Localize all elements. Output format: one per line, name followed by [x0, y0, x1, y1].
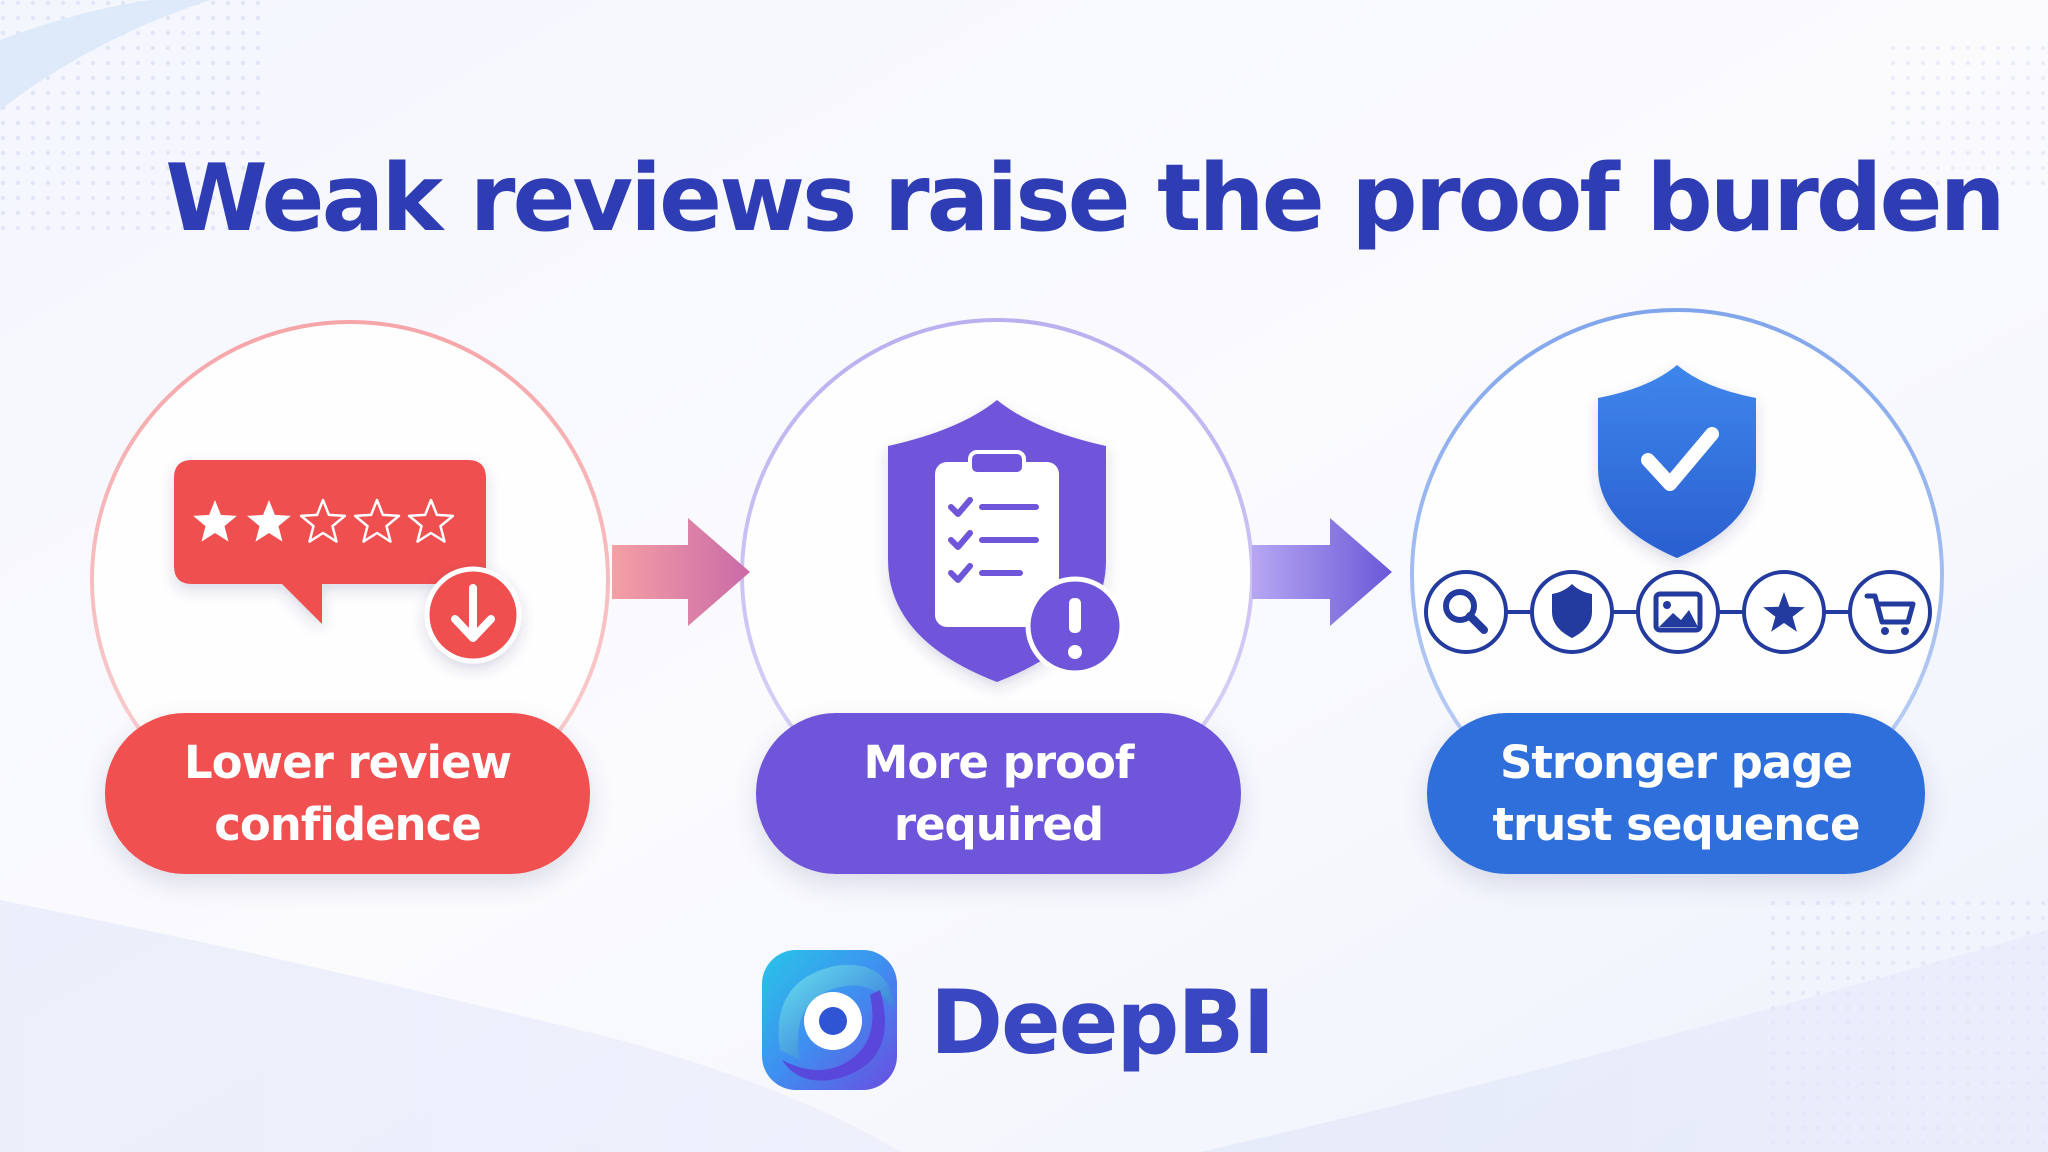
deepbi-logo-icon — [762, 950, 897, 1090]
wave-bottom-right — [1200, 930, 2048, 1152]
step-label-line: confidence — [214, 797, 482, 851]
step-label-lower-confidence: Lower review confidence — [105, 713, 590, 874]
step-label-line: required — [893, 797, 1104, 851]
brand-name: DeepBI — [930, 971, 1275, 1074]
down-arrow-badge-icon — [424, 566, 522, 664]
cart-icon — [1848, 570, 1932, 654]
empty-star-icon — [353, 498, 401, 543]
shield-check-icon — [1598, 365, 1756, 558]
low-star-rating-bubble-icon — [174, 460, 486, 624]
star-icon — [1742, 570, 1826, 654]
step-label-line: trust sequence — [1492, 797, 1860, 851]
wave-bottom-left — [0, 900, 900, 1152]
flow-arrow-1 — [612, 518, 750, 626]
search-icon — [1424, 570, 1508, 654]
step-label-trust-sequence: Stronger page trust sequence — [1427, 713, 1925, 874]
step-label-line: More proof — [863, 735, 1135, 789]
empty-star-icon — [407, 498, 455, 543]
filled-star-icon — [193, 500, 237, 542]
rating-stars — [193, 498, 455, 543]
trust-sequence-chain — [1424, 570, 1932, 654]
shield-icon — [1530, 570, 1614, 654]
step-label-line: Lower review — [183, 735, 512, 789]
corner-swoosh-top-left — [0, 0, 210, 110]
dot-pattern-top-right — [1880, 40, 2048, 190]
step-label-line: Stronger page — [1500, 735, 1853, 789]
step-label-more-proof: More proof required — [756, 713, 1241, 874]
flow-arrow-2 — [1252, 518, 1392, 626]
empty-star-icon — [299, 498, 347, 543]
shield-checklist-alert-icon — [888, 400, 1125, 682]
page-title: Weak reviews raise the proof burden — [165, 144, 2005, 252]
image-icon — [1636, 570, 1720, 654]
filled-star-icon — [247, 500, 291, 542]
